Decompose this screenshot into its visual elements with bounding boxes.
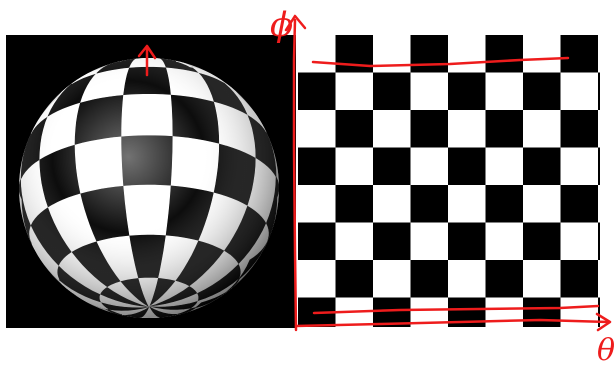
checker-square [448,110,486,148]
checker-square [561,223,599,261]
checker-square [448,35,486,73]
texture-map [298,35,600,327]
checkered-sphere [6,35,296,328]
checker-square [411,185,449,223]
checker-square [523,110,561,148]
checker-square [448,73,486,111]
checker-square [523,73,561,111]
checker-square [486,110,524,148]
checker-square [411,223,449,261]
checker-square [336,148,374,186]
checker-square [561,298,599,328]
checker-square [411,110,449,148]
checker-square [486,223,524,261]
checker-square [523,185,561,223]
checker-square [298,260,336,298]
checker-square [598,148,600,186]
checker-square [411,298,449,328]
checker-square [486,185,524,223]
checker-square [598,223,600,261]
checker-square [336,73,374,111]
checker-square [411,35,449,73]
checker-square [598,35,600,73]
checkerboard [298,35,600,327]
checker-square [336,110,374,148]
checker-square [486,260,524,298]
checker-square [373,73,411,111]
checker-square [448,298,486,328]
checker-square [448,148,486,186]
checker-square [598,110,600,148]
checker-square [298,148,336,186]
checker-square [298,35,336,73]
checker-square [598,298,600,328]
checker-square [298,298,336,328]
checker-square [336,298,374,328]
checker-square [448,185,486,223]
checker-square [598,73,600,111]
checker-square [298,185,336,223]
checker-square [448,260,486,298]
checker-square [298,223,336,261]
checker-square [598,185,600,223]
checker-square [411,73,449,111]
checker-square [373,223,411,261]
checker-square [486,298,524,328]
checker-square [448,223,486,261]
checker-square [561,73,599,111]
checker-square [373,110,411,148]
checker-square [373,35,411,73]
checker-square [561,260,599,298]
checker-square [336,260,374,298]
checker-square [561,185,599,223]
checker-square [523,223,561,261]
theta-axis-label: θ [597,336,615,366]
checker-square [486,148,524,186]
checker-square [373,260,411,298]
checker-square [336,185,374,223]
checker-square [298,110,336,148]
checker-square [561,110,599,148]
checker-square [486,35,524,73]
checker-square [373,148,411,186]
checker-square [411,148,449,186]
checker-square [336,35,374,73]
sphere-render [6,35,296,328]
checker-square [523,298,561,328]
checker-square [561,35,599,73]
checker-square [486,73,524,111]
checker-square [523,260,561,298]
sphere-shading [19,58,279,318]
checker-square [373,185,411,223]
checker-square [411,260,449,298]
checker-square [298,73,336,111]
phi-axis-label: ϕ [270,8,293,42]
checker-square [561,148,599,186]
checker-square [336,223,374,261]
checker-square [523,148,561,186]
checker-square [523,35,561,73]
checker-square [598,260,600,298]
checker-square [373,298,411,328]
